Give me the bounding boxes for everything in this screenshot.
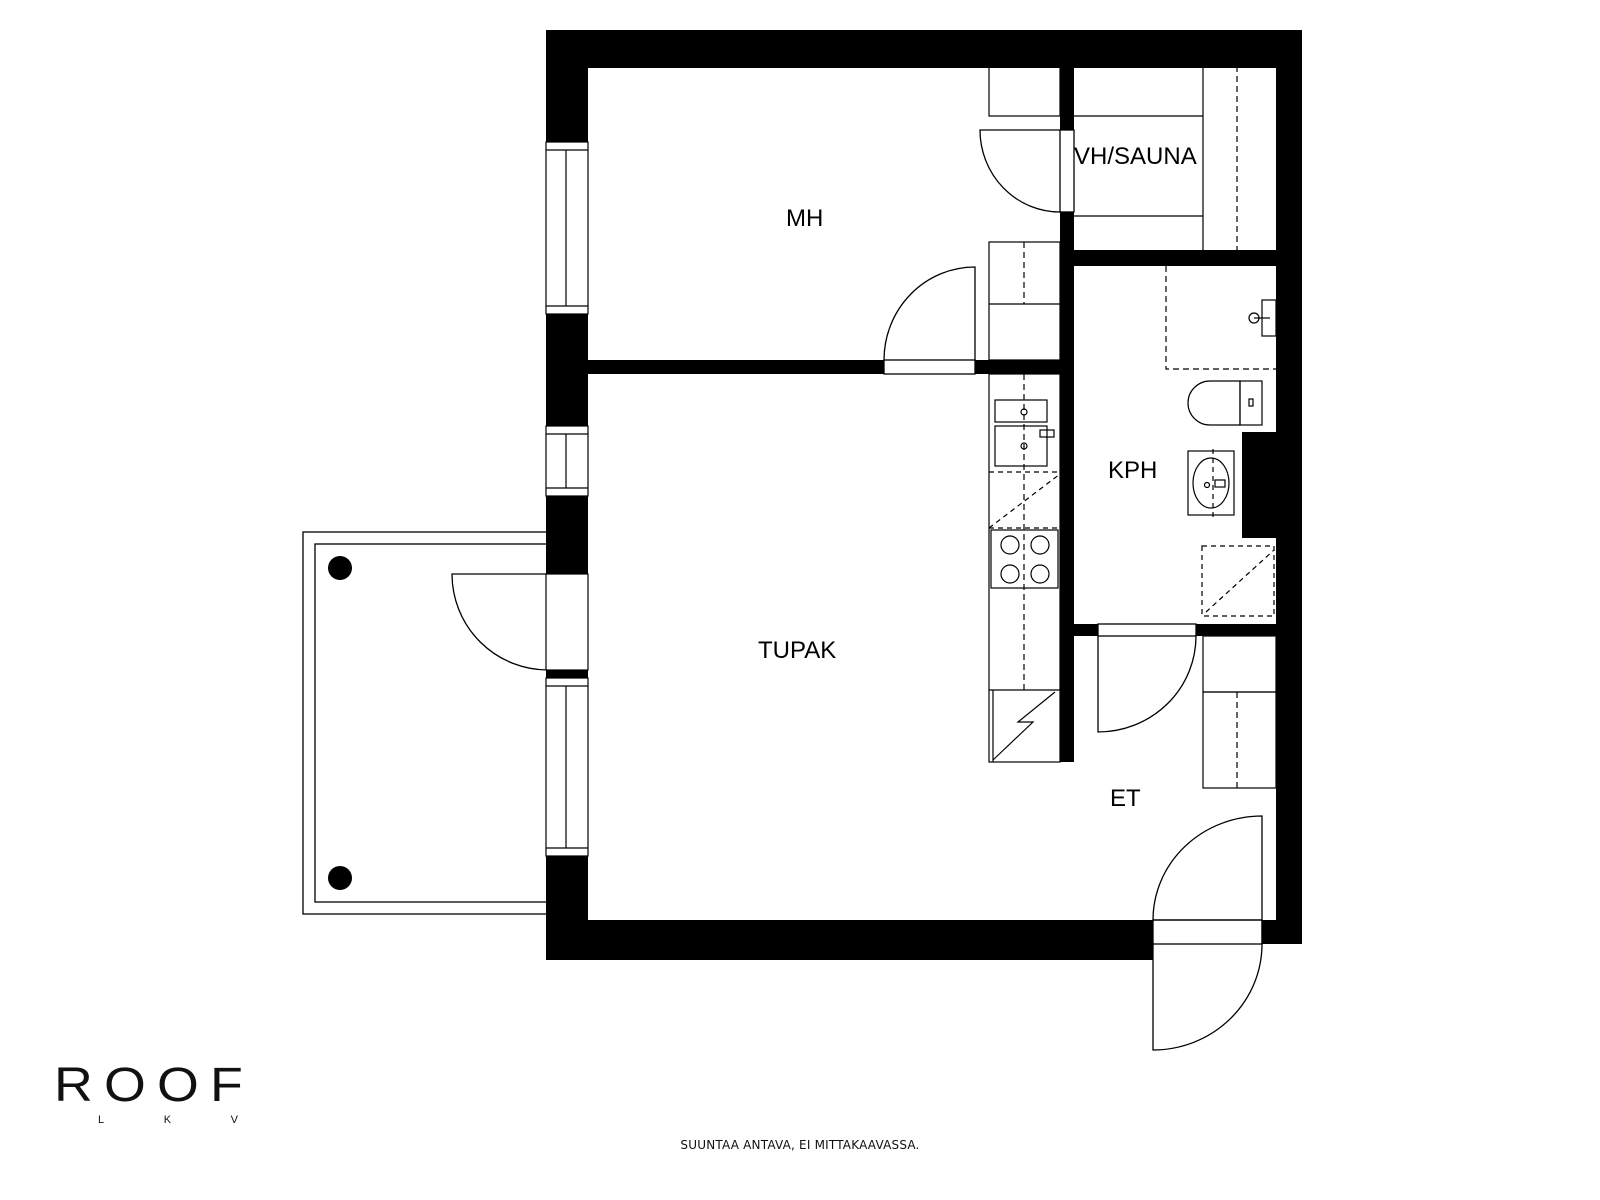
balcony: [302, 531, 549, 915]
roof-lkv-logo: ROOF L K V: [54, 1062, 294, 1127]
fixtures: [988, 65, 1277, 789]
logo-wordmark: ROOF: [54, 1059, 255, 1112]
room-label-kph: KPH: [1108, 457, 1157, 484]
room-label-et: ET: [1110, 785, 1141, 812]
windows: [545, 141, 589, 857]
room-labels: MH VH/SAUNA KPH TUPAK ET: [758, 143, 1197, 812]
walls: [546, 30, 1302, 960]
doors: [883, 129, 1263, 1051]
room-label-vh-sauna: VH/SAUNA: [1074, 143, 1197, 170]
room-label-mh: MH: [786, 205, 823, 232]
logo-sub-letter: L: [98, 1114, 105, 1126]
room-label-tupak: TUPAK: [758, 637, 836, 664]
logo-sub-letter: K: [163, 1114, 172, 1126]
disclaimer-note: SUUNTAA ANTAVA, EI MITTAKAAVASSA.: [680, 1138, 920, 1152]
logo-subtitle: L K V: [98, 1114, 238, 1126]
logo-sub-letter: V: [230, 1114, 238, 1126]
